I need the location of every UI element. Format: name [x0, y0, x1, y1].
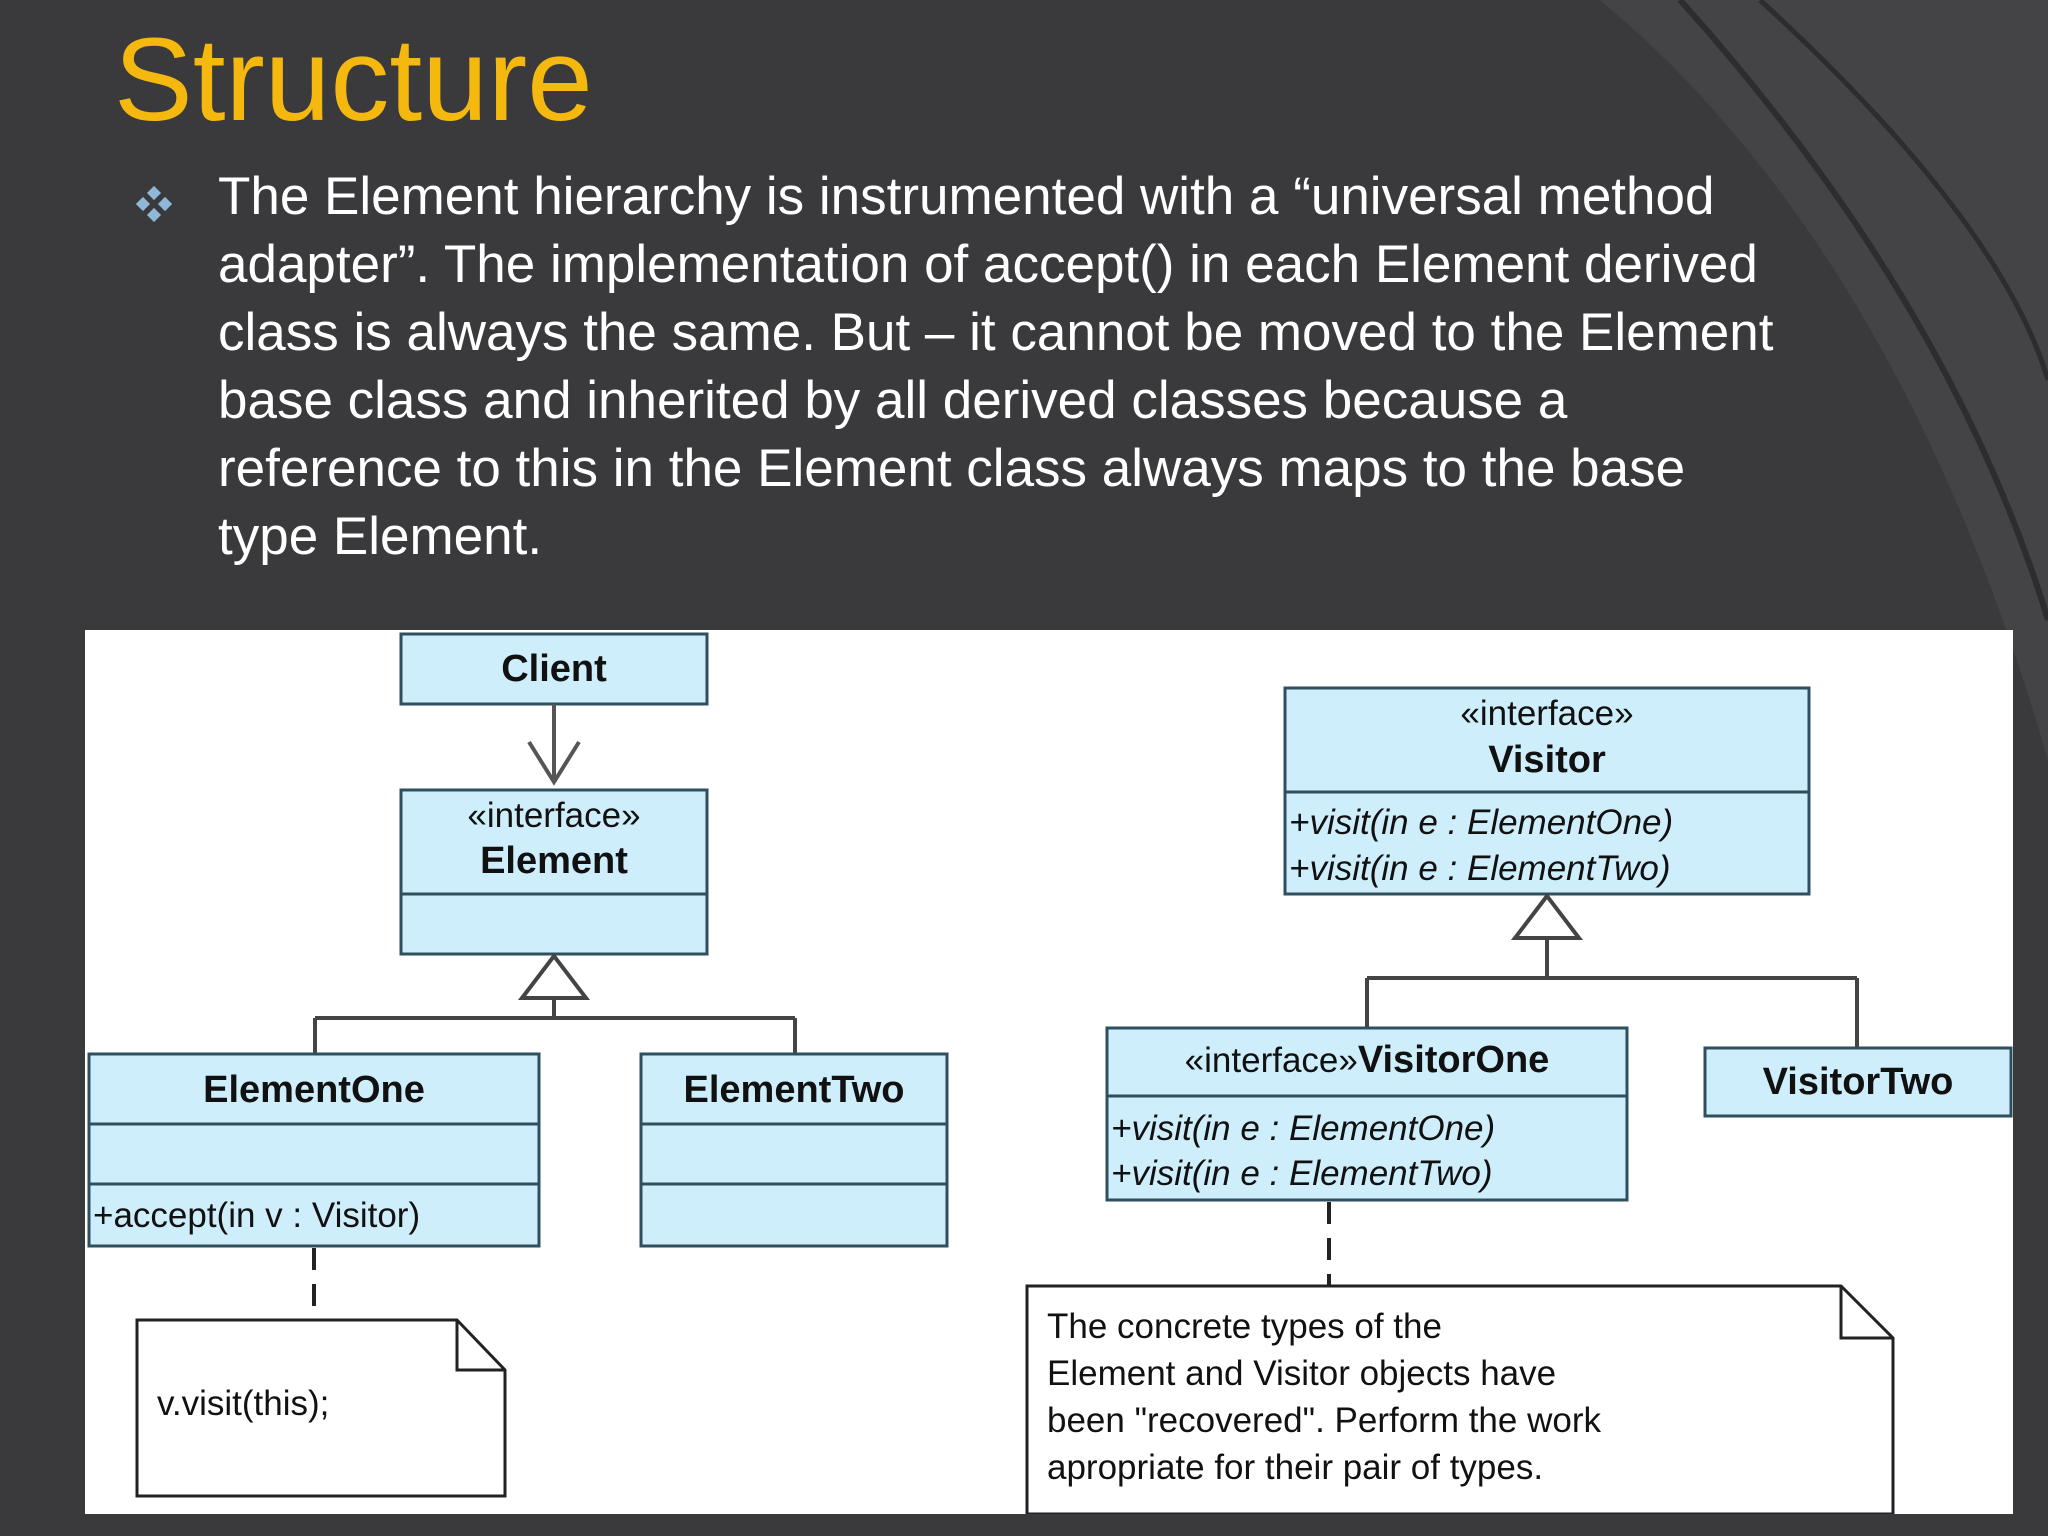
visitor-interface-box: «interface» Visitor +visit(in e : Elemen… — [1283, 686, 1811, 896]
bullet-line: The Element hierarchy is instrumented wi… — [218, 167, 1715, 226]
diamond-bullet-icon — [136, 186, 172, 222]
element-one-class-name: ElementOne — [203, 1069, 425, 1111]
element-note-text: v.visit(this); — [157, 1384, 329, 1423]
visitor-note-line: been "recovered". Perform the work — [1047, 1401, 1601, 1440]
visitor-operation: +visit(in e : ElementOne) — [1289, 803, 1673, 842]
dependency-arrow — [527, 704, 581, 786]
bullet-line: base class and inherited by all derived … — [218, 371, 1568, 430]
visitor-one-header: «interface»VisitorOne — [1185, 1039, 1550, 1081]
visitor-note-line: Element and Visitor objects have — [1047, 1354, 1556, 1393]
visitor-two-class-box: VisitorTwo — [1703, 1046, 2013, 1118]
element-note: v.visit(this); — [135, 1318, 507, 1498]
visitor-class-name: Visitor — [1488, 739, 1606, 781]
bullet-line: adapter”. The implementation of accept()… — [218, 235, 1758, 294]
element-one-class-box: ElementOne +accept(in v : Visitor) — [87, 1052, 541, 1248]
element-one-operation: +accept(in v : Visitor) — [93, 1196, 420, 1235]
element-interface-box: «interface» Element — [399, 788, 709, 956]
bullet-paragraph: The Element hierarchy is instrumented wi… — [218, 163, 1918, 571]
element-class-name: Element — [480, 840, 628, 882]
visitor-one-class-name: VisitorOne — [1358, 1039, 1549, 1081]
client-class-box: Client — [399, 632, 709, 706]
visitor-one-class-box: «interface»VisitorOne +visit(in e : Elem… — [1105, 1026, 1629, 1202]
generalization-arrow-element — [313, 952, 797, 1054]
bullet-line: reference to this in the Element class a… — [218, 439, 1686, 498]
element-stereotype: «interface» — [467, 796, 640, 835]
generalization-arrow-visitor — [1365, 892, 1859, 1048]
visitor-one-stereotype: «interface» — [1185, 1041, 1358, 1080]
visitor-note-line: apropriate for their pair of types. — [1047, 1448, 1543, 1487]
visitor-one-operation: +visit(in e : ElementTwo) — [1111, 1154, 1493, 1193]
visitor-one-operation: +visit(in e : ElementOne) — [1111, 1109, 1495, 1148]
uml-diagram-panel: Client «interface» Element Element — [85, 630, 2013, 1514]
visitor-note-line: The concrete types of the — [1047, 1307, 1442, 1346]
visitor-stereotype: «interface» — [1460, 694, 1633, 733]
visitor-note: The concrete types of the Element and Vi… — [1025, 1284, 1895, 1514]
visitor-two-class-name: VisitorTwo — [1763, 1061, 1954, 1103]
slide-title: Structure — [114, 14, 593, 146]
bullet-line: type Element. — [218, 507, 543, 566]
bullet-line: class is always the same. But – it canno… — [218, 303, 1774, 362]
element-two-class-box: ElementTwo — [639, 1052, 949, 1248]
element-two-class-name: ElementTwo — [684, 1069, 905, 1111]
visitor-operation: +visit(in e : ElementTwo) — [1289, 849, 1671, 888]
client-class-name: Client — [501, 648, 607, 690]
uml-class-diagram: Client «interface» Element Element — [87, 632, 2013, 1514]
